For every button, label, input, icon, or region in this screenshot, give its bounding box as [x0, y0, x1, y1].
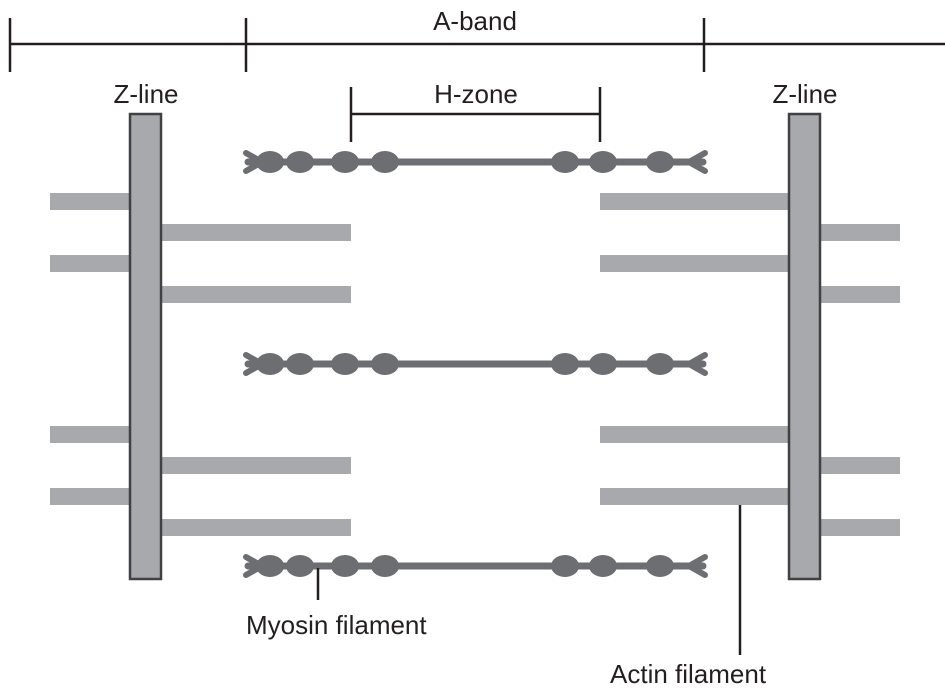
myosin-head: [551, 353, 579, 375]
h-zone-bracket: [349, 87, 602, 142]
actin-filament-label: Actin filament: [610, 659, 767, 689]
actin-bar: [600, 255, 789, 272]
myosin-head: [371, 353, 399, 375]
actin-bar: [820, 519, 900, 536]
actin-bar: [161, 224, 351, 241]
actin-bar: [161, 286, 351, 303]
actin-bar: [50, 426, 130, 443]
myosin-head: [371, 555, 399, 577]
actin-bar: [50, 193, 130, 210]
actin-bar: [820, 457, 900, 474]
z-line-right-label: Z-line: [772, 79, 837, 109]
z-line-left-label: Z-line: [113, 79, 178, 109]
actin-bar: [50, 255, 130, 272]
myosin-head: [331, 555, 359, 577]
a-band-label: A-band: [433, 6, 517, 36]
actin-bar: [820, 224, 900, 241]
myosin-head: [256, 151, 284, 173]
actin-bar: [161, 457, 351, 474]
actin-filaments-right: [600, 193, 900, 536]
z-disc-right: [787, 112, 822, 581]
actin-bar: [600, 193, 789, 210]
a-band-bracket: [8, 18, 945, 72]
myosin-head: [589, 353, 617, 375]
myosin-filament: [243, 352, 708, 376]
myosin-head: [646, 353, 674, 375]
myosin-head: [286, 353, 314, 375]
myosin-head: [286, 151, 314, 173]
actin-bar: [820, 286, 900, 303]
myosin-head: [646, 151, 674, 173]
myosin-tail-right: [682, 352, 708, 376]
myosin-head: [286, 555, 314, 577]
myosin-filament: [243, 554, 708, 578]
actin-filaments-left: [50, 193, 351, 536]
myosin-head: [256, 353, 284, 375]
myosin-head: [331, 353, 359, 375]
myosin-head: [551, 151, 579, 173]
myosin-head: [256, 555, 284, 577]
myosin-tail-right: [682, 150, 708, 174]
h-zone-label: H-zone: [434, 79, 518, 109]
z-disc-left: [128, 112, 163, 581]
actin-bar: [161, 519, 351, 536]
actin-bar: [50, 488, 130, 505]
myosin-head: [331, 151, 359, 173]
myosin-head: [551, 555, 579, 577]
actin-bar: [600, 488, 789, 505]
myosin-filament: [243, 150, 708, 174]
myosin-head: [646, 555, 674, 577]
myosin-head: [589, 151, 617, 173]
myosin-filament-label: Myosin filament: [246, 610, 427, 640]
myosin-tail-right: [682, 554, 708, 578]
myosin-filaments: [243, 150, 708, 578]
actin-bar: [600, 426, 789, 443]
myosin-head: [371, 151, 399, 173]
myosin-head: [589, 555, 617, 577]
